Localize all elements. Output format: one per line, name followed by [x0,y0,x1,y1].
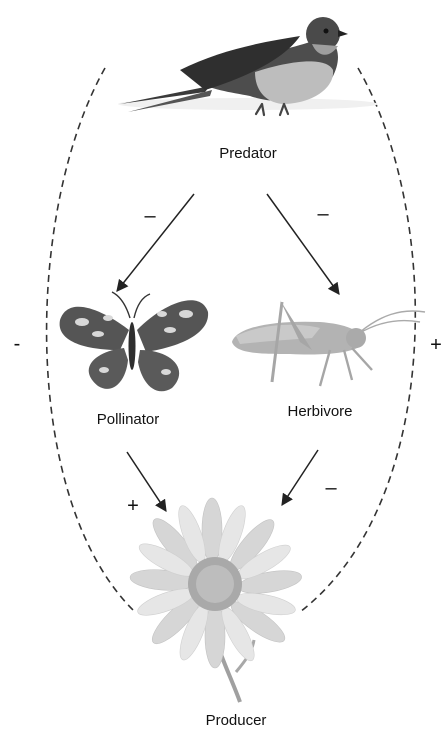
sign-indirect-right: + [430,334,441,356]
pollinator-label: Pollinator [97,411,160,428]
butterfly-icon [60,292,209,391]
grasshopper-icon [232,300,425,386]
sign-indirect-left: - [14,333,21,355]
predator-label: Predator [219,145,277,162]
bird-icon [118,17,378,115]
herbivore-label: Herbivore [287,403,352,420]
sign-herbivore-producer: – [325,477,337,499]
sign-predator-herbivore: – [317,203,329,225]
sign-pollinator-producer: + [127,495,139,517]
producer-label: Producer [206,712,267,729]
daisy-flower-icon [129,498,303,702]
sign-predator-pollinator: – [144,205,156,227]
arrow-herbivore-to-producer [282,450,318,505]
